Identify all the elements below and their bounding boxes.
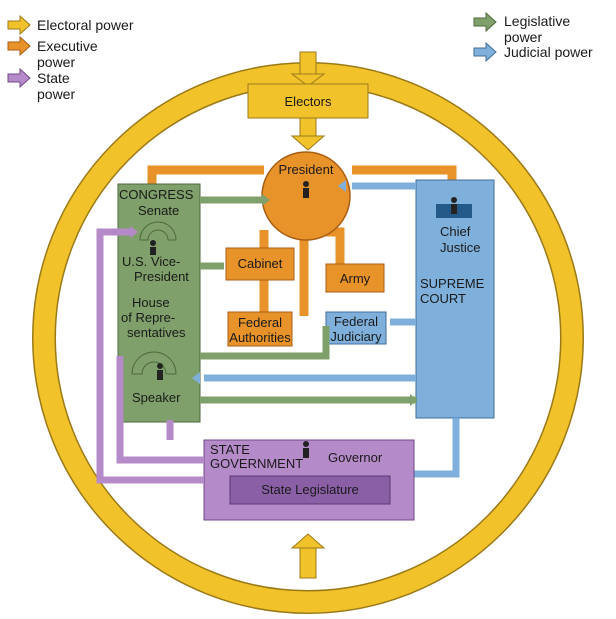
army-label: Army (340, 271, 371, 286)
supreme-court-block: Chief Justice SUPREME COURT (415, 179, 495, 419)
governor-label: Governor (328, 450, 383, 465)
army-node: Army (325, 263, 385, 293)
legend-state-label-1: State (37, 70, 70, 86)
legend: Electoral power Executive power State po… (7, 11, 593, 102)
supreme-court-label-2: COURT (420, 291, 466, 306)
house-label-3: sentatives (127, 325, 186, 340)
vice-president-figure-icon (150, 240, 156, 255)
federal-judiciary-label-2: Judiciary (330, 329, 382, 344)
state-connectors (96, 228, 204, 484)
electors-node: Electors (247, 83, 369, 151)
legislative-connectors (200, 196, 416, 404)
federal-judiciary-node: Federal Judiciary (325, 311, 387, 345)
electoral-arrow-top (290, 51, 326, 87)
cabinet-label: Cabinet (238, 256, 283, 271)
chief-justice-label-2: Justice (440, 240, 480, 255)
federal-authorities-label-1: Federal (238, 315, 282, 330)
legend-judicial-label: Judicial power (504, 44, 593, 60)
vice-president-label-2: President (134, 269, 189, 284)
electors-label: Electors (285, 94, 332, 109)
congress-block: CONGRESS Senate U.S. Vice- President Hou… (117, 183, 201, 423)
house-label-2: of Repre- (121, 310, 175, 325)
federal-judiciary-label-1: Federal (334, 314, 378, 329)
legend-executive-label-1: Executive (37, 38, 98, 54)
legend-state: State power (7, 67, 75, 102)
state-legislature-label: State Legislature (261, 482, 359, 497)
congress-label: CONGRESS (119, 187, 194, 202)
state-government-label-2: GOVERNMENT (210, 456, 303, 471)
state-government-label-1: STATE (210, 442, 250, 457)
legend-executive-label-2: power (37, 54, 75, 70)
judicial-connectors (204, 182, 460, 478)
legend-executive: Executive power (7, 35, 98, 70)
legend-judicial: Judicial power (473, 41, 593, 63)
federal-authorities-label-2: Authorities (229, 330, 291, 345)
state-government-block: STATE GOVERNMENT Governor State Legislat… (203, 439, 415, 521)
governor-figure-icon (303, 441, 309, 458)
president-figure-icon (303, 181, 309, 198)
president-node: President (261, 151, 351, 241)
speaker-figure-icon (157, 363, 163, 380)
electoral-arrow-bottom (290, 533, 326, 579)
senate-label: Senate (138, 203, 179, 218)
executive-connectors (147, 165, 457, 316)
legend-state-label-2: power (37, 86, 75, 102)
federal-authorities-node: Federal Authorities (227, 311, 293, 347)
legend-legislative-label-1: Legislative (504, 13, 570, 29)
legend-electoral-label: Electoral power (37, 17, 134, 33)
cabinet-node: Cabinet (225, 247, 295, 281)
supreme-court-label-1: SUPREME (420, 276, 485, 291)
chief-justice-label-1: Chief (440, 224, 471, 239)
speaker-label: Speaker (132, 390, 181, 405)
legend-legislative: Legislative power (473, 11, 570, 45)
house-label-1: House (132, 295, 170, 310)
chief-justice-figure-icon (451, 197, 457, 214)
legend-legislative-label-2: power (504, 29, 542, 45)
president-label: President (279, 162, 334, 177)
legend-electoral: Electoral power (7, 14, 134, 36)
vice-president-label-1: U.S. Vice- (122, 254, 180, 269)
